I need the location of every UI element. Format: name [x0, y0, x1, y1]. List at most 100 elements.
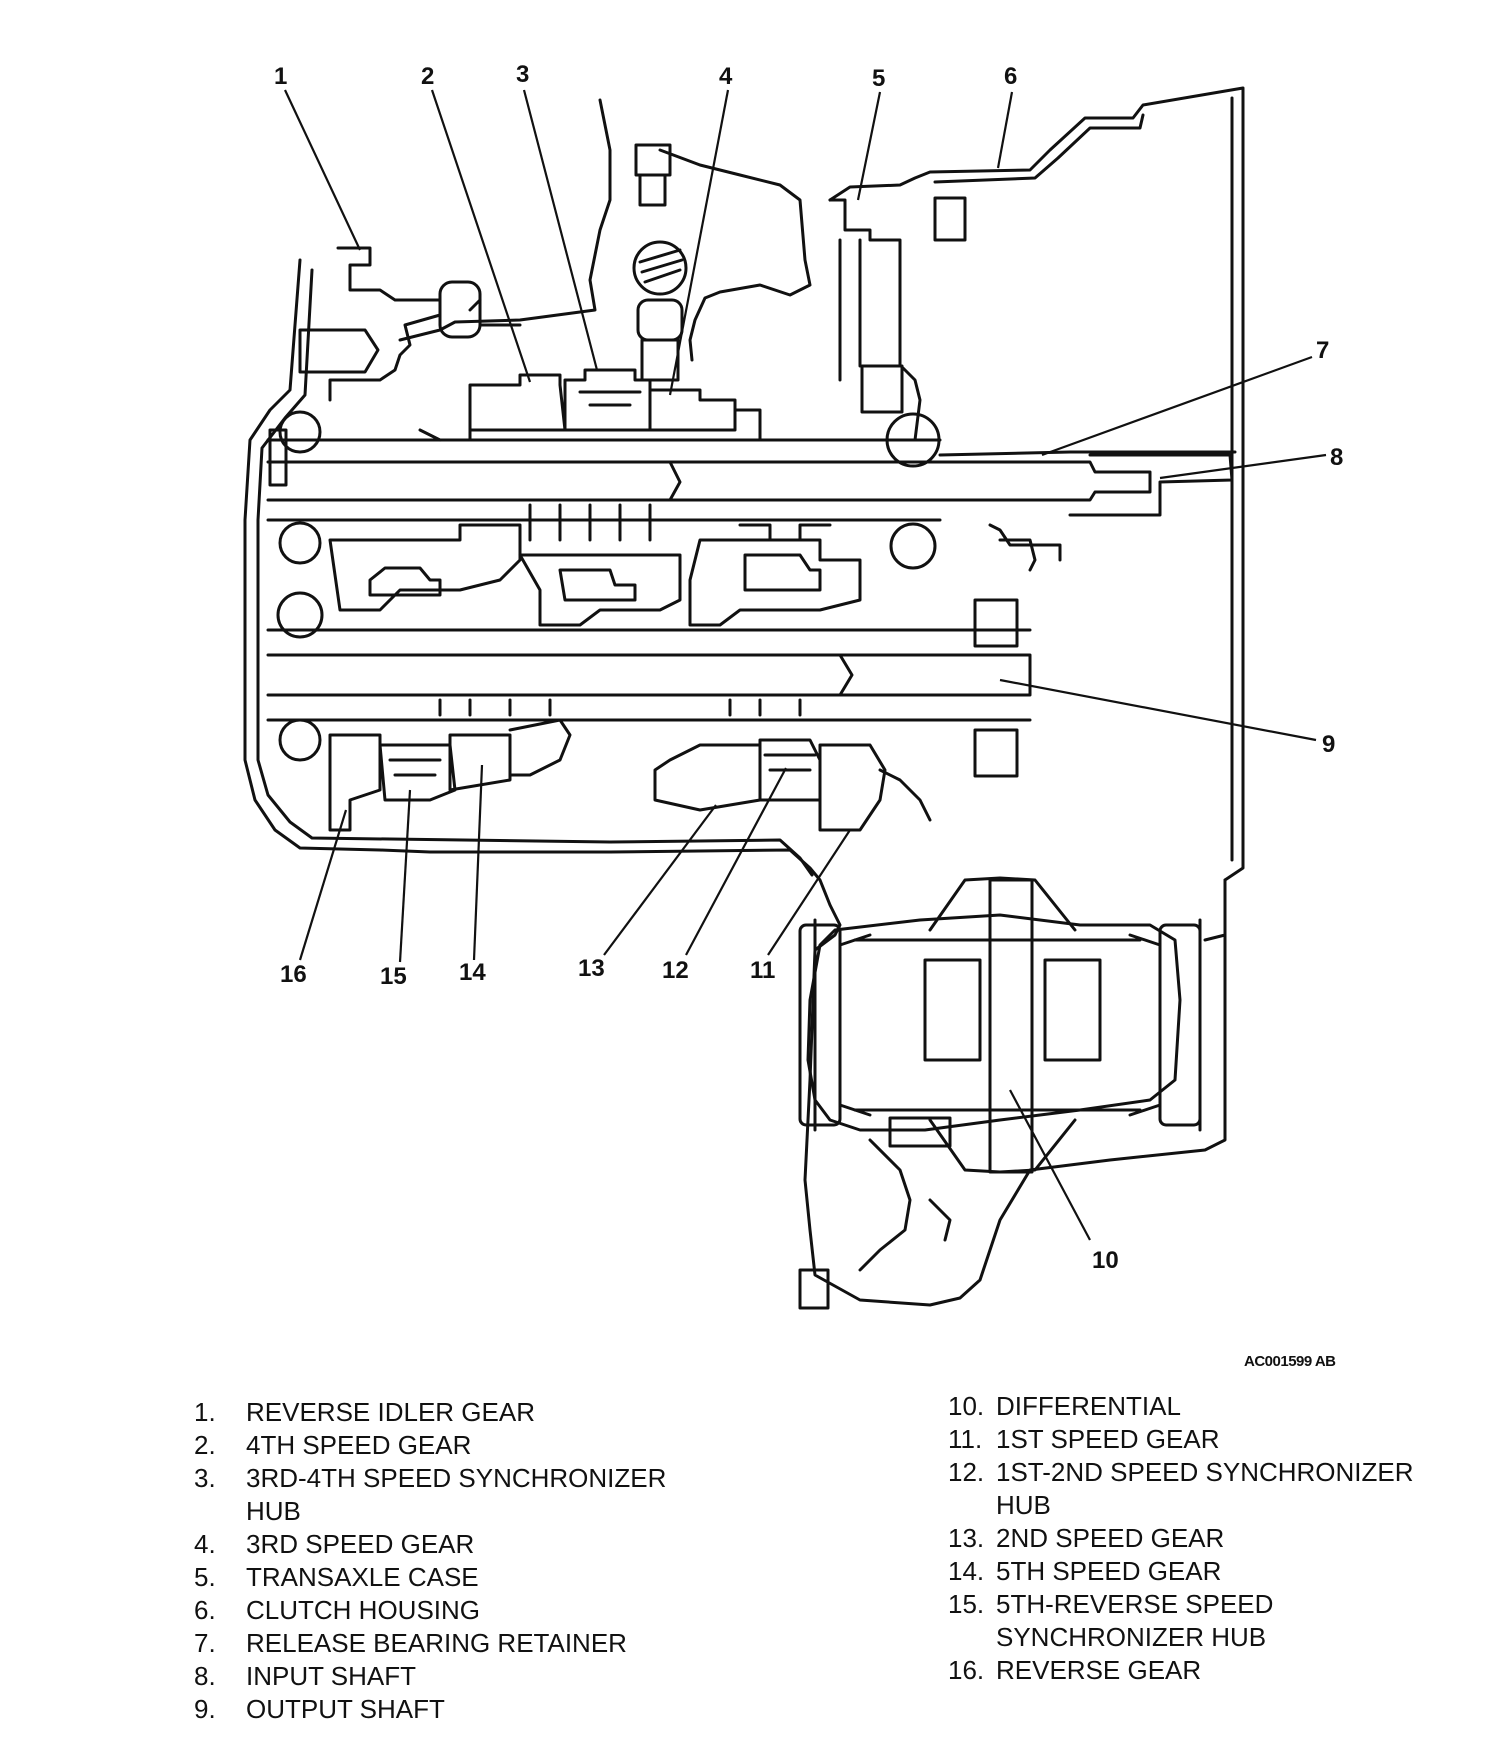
legend-text: OUTPUT SHAFT — [246, 1694, 445, 1724]
legend-item: 1. REVERSE IDLER GEAR — [194, 1396, 666, 1429]
legend-number: 5. — [194, 1562, 216, 1592]
legend-item: 6. CLUTCH HOUSING — [194, 1594, 666, 1627]
legend-text: TRANSAXLE CASE — [246, 1562, 479, 1592]
callout-10: 10 — [1092, 1247, 1119, 1274]
legend-item: 10. DIFFERENTIAL — [948, 1390, 1414, 1423]
legend-text: 3RD SPEED GEAR — [246, 1529, 475, 1559]
callout-13: 13 — [578, 955, 605, 982]
legend-item: 3. 3RD-4TH SPEED SYNCHRONIZER — [194, 1462, 666, 1495]
legend-item: 14. 5TH SPEED GEAR — [948, 1555, 1414, 1588]
callout-2: 2 — [421, 63, 434, 90]
callout-6: 6 — [1004, 63, 1017, 90]
1st-speed-gear — [818, 743, 887, 832]
4th-speed-gear — [468, 373, 567, 432]
clutch-housing-inner — [933, 96, 1234, 862]
legend-number: 12. — [948, 1457, 985, 1487]
legend-text: 4TH SPEED GEAR — [246, 1430, 472, 1460]
legend-left-column: 1. REVERSE IDLER GEAR 2. 4TH SPEED GEAR 3. 3R… — [194, 1396, 666, 1726]
legend-number: 10. — [948, 1391, 985, 1421]
legend-text: HUB — [246, 1496, 301, 1526]
callout-9: 9 — [1322, 731, 1335, 758]
legend-text: REVERSE IDLER GEAR — [246, 1397, 535, 1427]
legend-number: 9. — [194, 1694, 216, 1724]
legend-item: SYNCHRONIZER HUB — [948, 1621, 1414, 1654]
legend-item: 9. OUTPUT SHAFT — [194, 1693, 666, 1726]
reverse-gear — [328, 733, 382, 832]
legend-number: 13. — [948, 1523, 985, 1553]
callout-12: 12 — [662, 957, 689, 984]
legend-text: REVERSE GEAR — [996, 1655, 1202, 1685]
output-shaft-front-bearing — [276, 591, 324, 639]
differential-pinion-shaft — [988, 878, 1034, 1174]
reverse-idler-gear — [328, 246, 442, 402]
case-bolt — [933, 196, 967, 242]
legend-number: 1. — [194, 1397, 216, 1427]
legend-item: HUB — [194, 1495, 666, 1528]
legend-item: HUB — [948, 1489, 1414, 1522]
release-bearing-retainer — [938, 450, 1237, 457]
differential-bolt — [888, 1116, 952, 1148]
legend-text: 5TH-REVERSE SPEED — [996, 1589, 1274, 1619]
legend-item: 16. REVERSE GEAR — [948, 1654, 1414, 1687]
legend-item: 7.RELEASE BEARING RETAINER — [194, 1627, 666, 1660]
legend-text: 2ND SPEED GEAR — [996, 1523, 1225, 1553]
shift-rail-bolt — [634, 143, 672, 177]
legend-number: 8. — [194, 1661, 216, 1691]
legend-text: CLUTCH HOUSING — [246, 1595, 481, 1625]
callout-7: 7 — [1316, 337, 1329, 364]
callout-11: 11 — [750, 957, 775, 984]
output-shaft — [266, 653, 854, 697]
input-shaft-rear-bearing — [885, 412, 941, 468]
legend-number: 16. — [948, 1655, 985, 1685]
callout-8: 8 — [1330, 444, 1343, 471]
2nd-speed-gear — [653, 743, 762, 812]
legend-item: 12. 1ST-2ND SPEED SYNCHRONIZER — [948, 1456, 1414, 1489]
figure-id: AC001599 AB — [1244, 1353, 1336, 1370]
input-shaft — [266, 460, 682, 502]
legend-text: SYNCHRONIZER HUB — [996, 1622, 1267, 1652]
callout-5: 5 — [872, 65, 885, 92]
3rd-4th-synchronizer-hub — [563, 368, 652, 432]
legend-number: 3. — [194, 1463, 216, 1493]
legend-number — [194, 1495, 246, 1528]
legend-item: 15. 5TH-REVERSE SPEED — [948, 1588, 1414, 1621]
legend-text: HUB — [996, 1490, 1051, 1520]
5th-reverse-synchronizer-hub — [378, 743, 457, 802]
legend-item: 5. TRANSAXLE CASE — [194, 1561, 666, 1594]
legend-number: 11. — [948, 1424, 983, 1454]
5th-speed-gear — [448, 733, 512, 792]
legend-item: 11. 1ST SPEED GEAR — [948, 1423, 1414, 1456]
transaxle-case-inner — [256, 268, 814, 877]
legend-number: 6. — [194, 1595, 216, 1625]
legend-item: 8. INPUT SHAFT — [194, 1660, 666, 1693]
differential-housing — [806, 913, 1182, 1132]
legend-text: 1ST-2ND SPEED SYNCHRONIZER — [996, 1457, 1414, 1487]
legend-item: 13. 2ND SPEED GEAR — [948, 1522, 1414, 1555]
legend-item: 4. 3RD SPEED GEAR — [194, 1528, 666, 1561]
clutch-housing — [828, 86, 1245, 942]
callout-1: 1 — [274, 63, 287, 90]
legend-text: INPUT SHAFT — [246, 1661, 416, 1691]
legend-text: RELEASE BEARING RETAINER — [246, 1628, 627, 1658]
legend-number — [948, 1621, 996, 1654]
legend-item: 2. 4TH SPEED GEAR — [194, 1429, 666, 1462]
legend-number: 14. — [948, 1556, 985, 1586]
legend-text: 5TH SPEED GEAR — [996, 1556, 1222, 1586]
legend-text: 3RD-4TH SPEED SYNCHRONIZER — [246, 1463, 667, 1493]
legend-right-column: 10. DIFFERENTIAL 11. 1ST SPEED GEAR 12. 1ST-2… — [948, 1390, 1414, 1687]
callout-4: 4 — [719, 63, 733, 90]
input-shaft-front-bearing — [278, 410, 322, 454]
legend-text: DIFFERENTIAL — [996, 1391, 1181, 1421]
legend-number: 15. — [948, 1589, 985, 1619]
callout-15: 15 — [380, 963, 407, 990]
legend-number: 2. — [194, 1430, 216, 1460]
callout-3: 3 — [516, 61, 529, 88]
shift-fork-pin — [632, 240, 688, 296]
callout-14: 14 — [459, 959, 486, 986]
legend-number — [948, 1489, 996, 1522]
3rd-speed-gear — [648, 388, 737, 432]
legend-number: 4. — [194, 1529, 216, 1559]
callout-16: 16 — [280, 961, 307, 988]
legend-text: 1ST SPEED GEAR — [996, 1424, 1220, 1454]
